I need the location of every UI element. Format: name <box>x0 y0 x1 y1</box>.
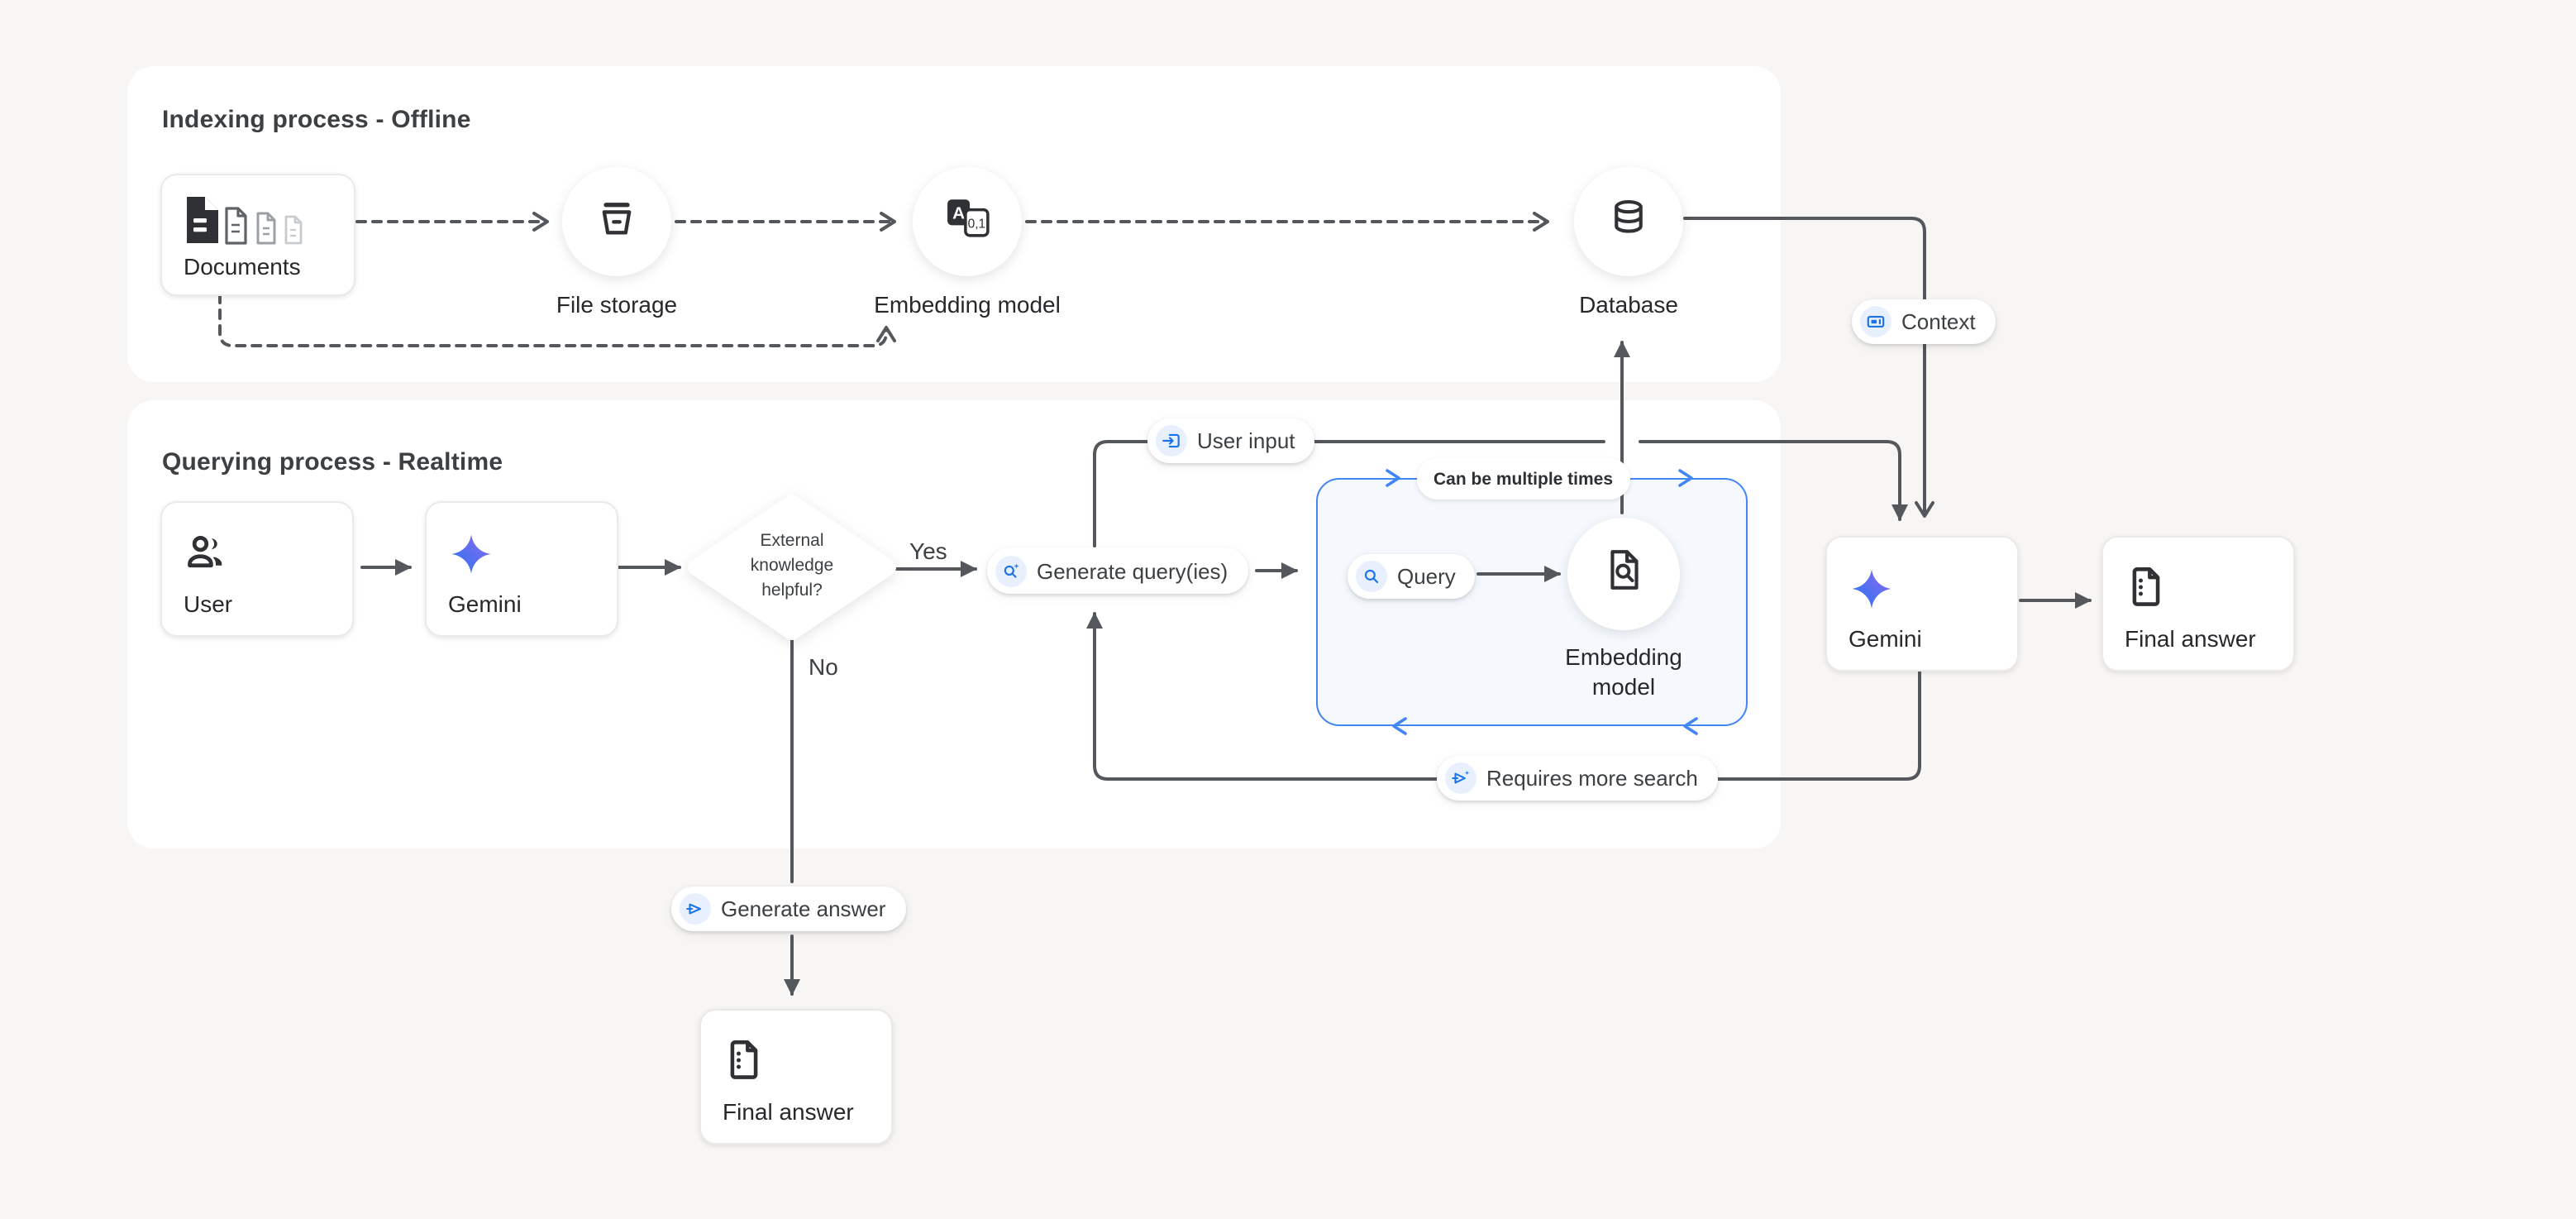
documents-label: Documents <box>184 253 301 280</box>
query-embedding-label: Embedding model <box>1565 642 1682 701</box>
loop-note-pill: Can be multiple times <box>1417 458 1629 500</box>
edge-database-context-gemini <box>1685 218 1925 514</box>
send-spark-icon <box>1445 762 1476 794</box>
loop-note-label: Can be multiple times <box>1433 469 1613 489</box>
user-input-label: User input <box>1197 428 1295 453</box>
loop-chevron-bottom-right <box>1685 719 1696 734</box>
generate-answer-pill: Generate answer <box>671 887 905 931</box>
generate-queries-pill: Generate query(ies) <box>987 547 1247 594</box>
svg-text:A: A <box>952 204 964 223</box>
svg-text:0,1: 0,1 <box>967 217 985 231</box>
edge-documents-embedding-feedback <box>220 294 886 346</box>
gemini-right-label: Gemini <box>1849 625 1922 652</box>
database-icon <box>1607 196 1650 247</box>
gemini-right-node: Gemini <box>1825 536 2019 672</box>
query-pill: Query <box>1348 554 1476 599</box>
search-spark-icon <box>995 555 1027 586</box>
gemini-left-node: Gemini <box>425 501 618 637</box>
final-answer-doc-icon <box>2125 566 2168 617</box>
requires-more-search-pill: Requires more search <box>1437 756 1718 801</box>
gemini-star-icon <box>448 531 494 586</box>
loop-chevron-top-left <box>1387 471 1399 485</box>
file-storage-node <box>562 167 671 276</box>
final-answer-doc-icon <box>723 1039 766 1090</box>
input-icon <box>1156 425 1187 457</box>
user-label: User <box>184 590 232 617</box>
search-icon <box>1356 561 1387 592</box>
decision-text: External knowledge helpful? <box>713 529 871 604</box>
gemini-star-icon <box>1849 566 1895 620</box>
user-node: User <box>160 501 354 637</box>
file-storage-bucket-icon <box>595 196 638 247</box>
final-answer-bottom-label: Final answer <box>723 1098 854 1125</box>
embedding-model-top-node: A 0,1 <box>913 167 1022 276</box>
requires-more-search-label: Requires more search <box>1486 766 1698 791</box>
loop-chevron-top-right <box>1680 471 1691 485</box>
final-answer-right-label: Final answer <box>2125 625 2256 652</box>
context-pill: Context <box>1852 299 1996 344</box>
documents-node: Documents <box>160 174 355 296</box>
context-pill-label: Context <box>1901 309 1976 334</box>
generate-queries-label: Generate query(ies) <box>1037 558 1228 583</box>
embedding-translate-icon: A 0,1 <box>945 195 990 248</box>
user-input-pill: User input <box>1147 418 1315 463</box>
context-card-icon <box>1860 306 1891 337</box>
query-pill-label: Query <box>1397 564 1456 589</box>
final-answer-bottom-node: Final answer <box>699 1009 893 1145</box>
edge-gemini-requiresmoresearch-loop <box>1095 614 1920 779</box>
loop-chevron-bottom-left <box>1394 719 1405 734</box>
users-icon <box>184 531 230 582</box>
database-node <box>1574 167 1683 276</box>
gemini-left-label: Gemini <box>448 590 522 617</box>
generate-answer-label: Generate answer <box>721 896 885 921</box>
edge-userinput-line-right <box>1640 442 1900 519</box>
yes-label: Yes <box>909 538 947 564</box>
send-icon <box>680 893 711 925</box>
no-label: No <box>809 653 838 680</box>
file-search-icon <box>1601 547 1646 600</box>
query-embedding-node <box>1567 518 1680 630</box>
documents-icon <box>184 195 316 253</box>
final-answer-right-node: Final answer <box>2101 536 2295 672</box>
